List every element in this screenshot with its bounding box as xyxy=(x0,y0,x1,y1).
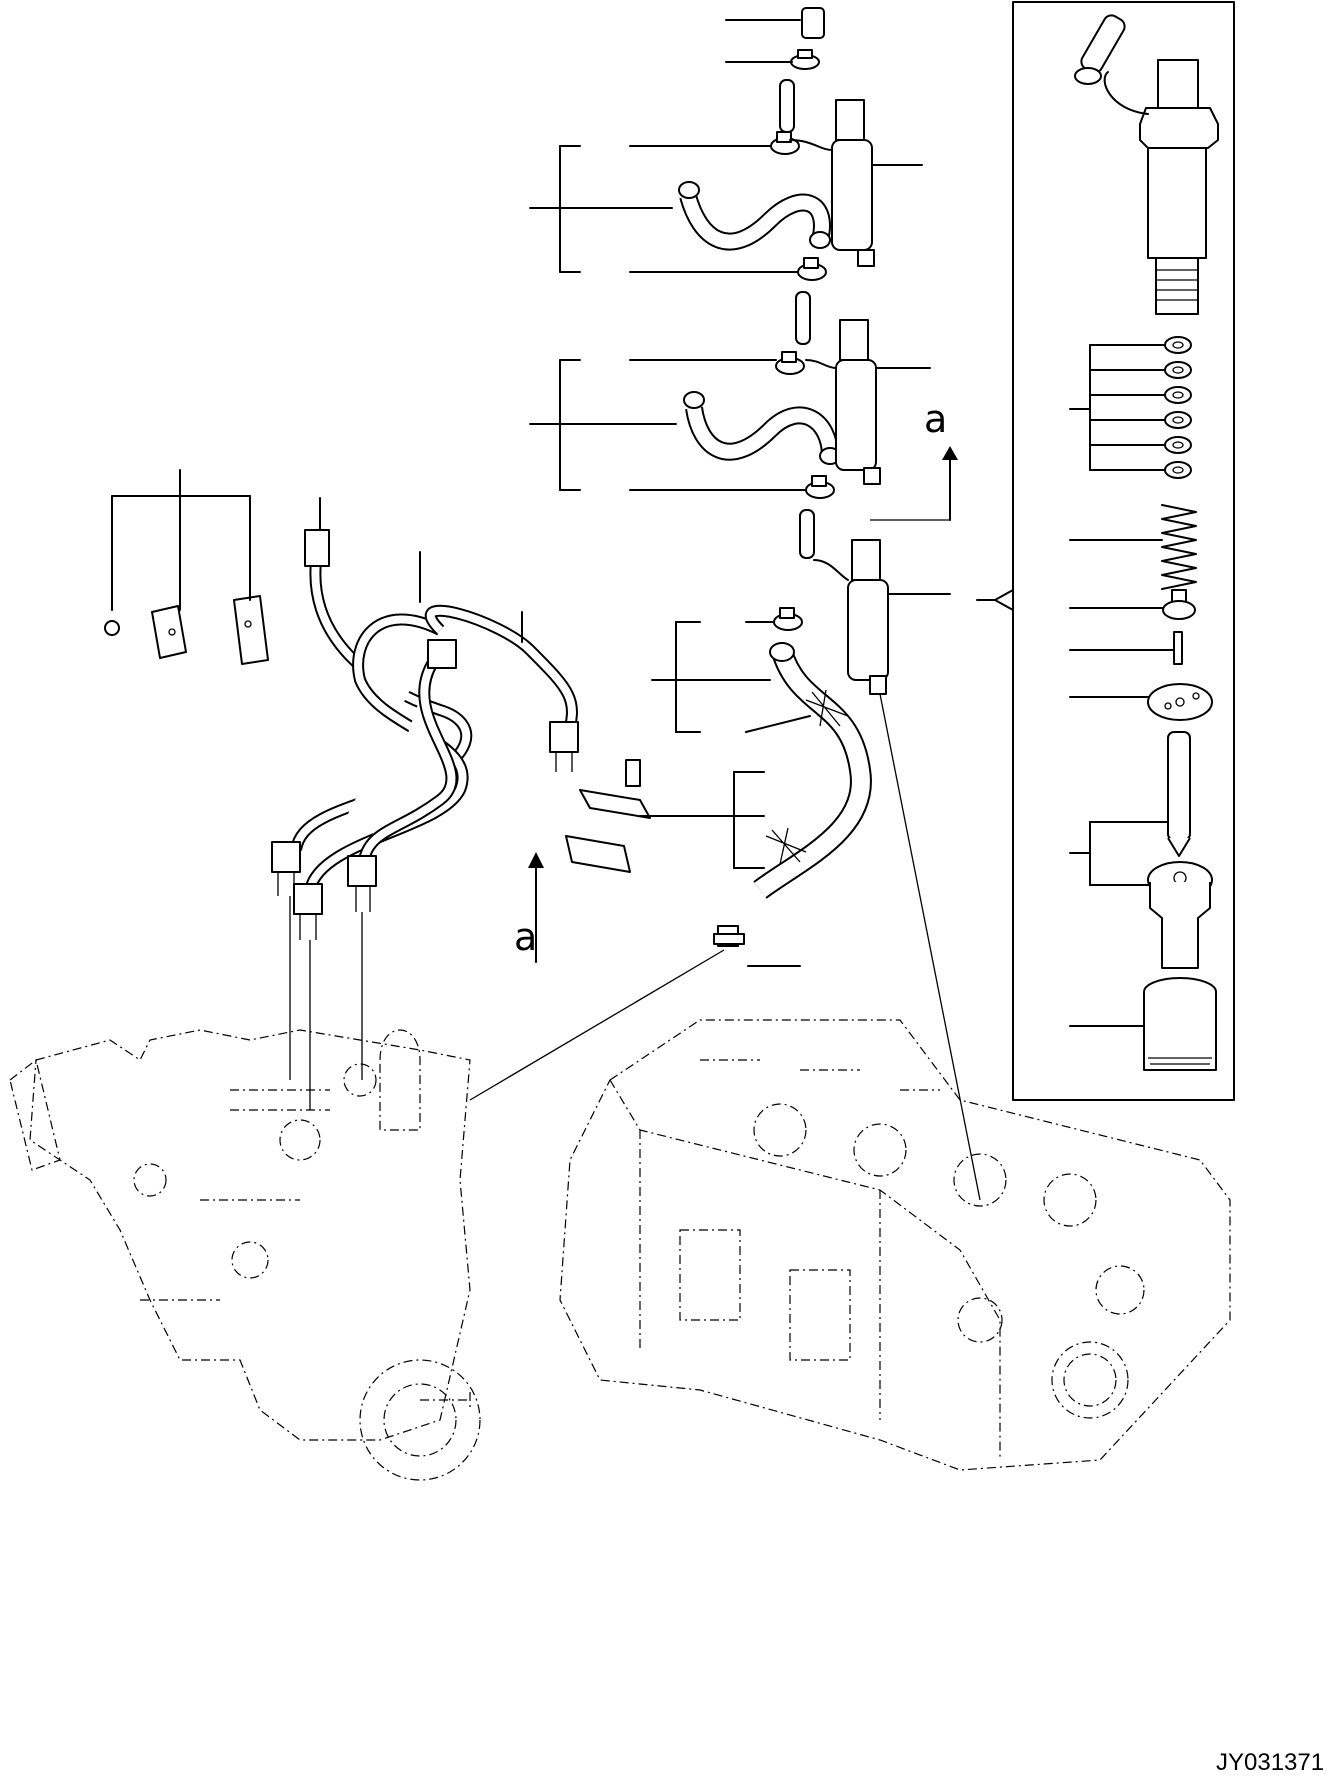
hose-clip-2 xyxy=(797,257,827,281)
fuel-injection-pump xyxy=(9,1029,481,1481)
cap xyxy=(801,7,825,39)
return-hose-1 xyxy=(678,181,831,251)
injector-detail-box xyxy=(976,1,1235,1101)
return-hose-2 xyxy=(683,391,841,465)
view-label-a-left: a xyxy=(514,915,537,959)
leak-off-pipe-3 xyxy=(799,509,815,559)
cylinder-head xyxy=(559,1019,1231,1471)
hose-clip-6 xyxy=(713,925,745,947)
return-hose-3 xyxy=(753,642,872,899)
spring-seat xyxy=(1162,589,1196,620)
drawing-code: JY031371 xyxy=(1216,1749,1324,1776)
leak-off-pipe-1 xyxy=(779,79,795,133)
pipe-to-pump-lines xyxy=(289,693,981,1201)
pipe-clamp-center xyxy=(565,759,651,873)
nozzle-needle xyxy=(1167,731,1191,857)
retaining-nut xyxy=(1143,977,1217,1071)
high-pressure-pipes xyxy=(271,529,579,940)
nozzle-body xyxy=(1147,861,1213,969)
injector-body-detail xyxy=(1074,14,1219,315)
view-arrow-a-right: a xyxy=(870,397,958,521)
hose-clip-5 xyxy=(773,607,803,631)
view-arrow-a-left: a xyxy=(514,852,544,963)
leader-lines xyxy=(111,19,951,967)
injector-3 xyxy=(813,539,889,695)
pin xyxy=(1173,631,1183,665)
spring xyxy=(1161,504,1197,590)
leak-off-pipe-2 xyxy=(795,291,811,345)
hose-clip-4 xyxy=(805,475,835,499)
detail-leader-lines xyxy=(1069,344,1175,1027)
distance-piece xyxy=(1147,683,1213,721)
hose-clip-top xyxy=(790,49,820,70)
pipe-clamp-left xyxy=(104,595,269,665)
injector-1 xyxy=(789,99,875,267)
injector-2 xyxy=(805,319,881,485)
hose-clip-1 xyxy=(770,131,800,155)
hose-clip-3 xyxy=(775,351,805,375)
shim-washers xyxy=(1164,336,1192,479)
view-label-a-right: a xyxy=(924,397,947,441)
